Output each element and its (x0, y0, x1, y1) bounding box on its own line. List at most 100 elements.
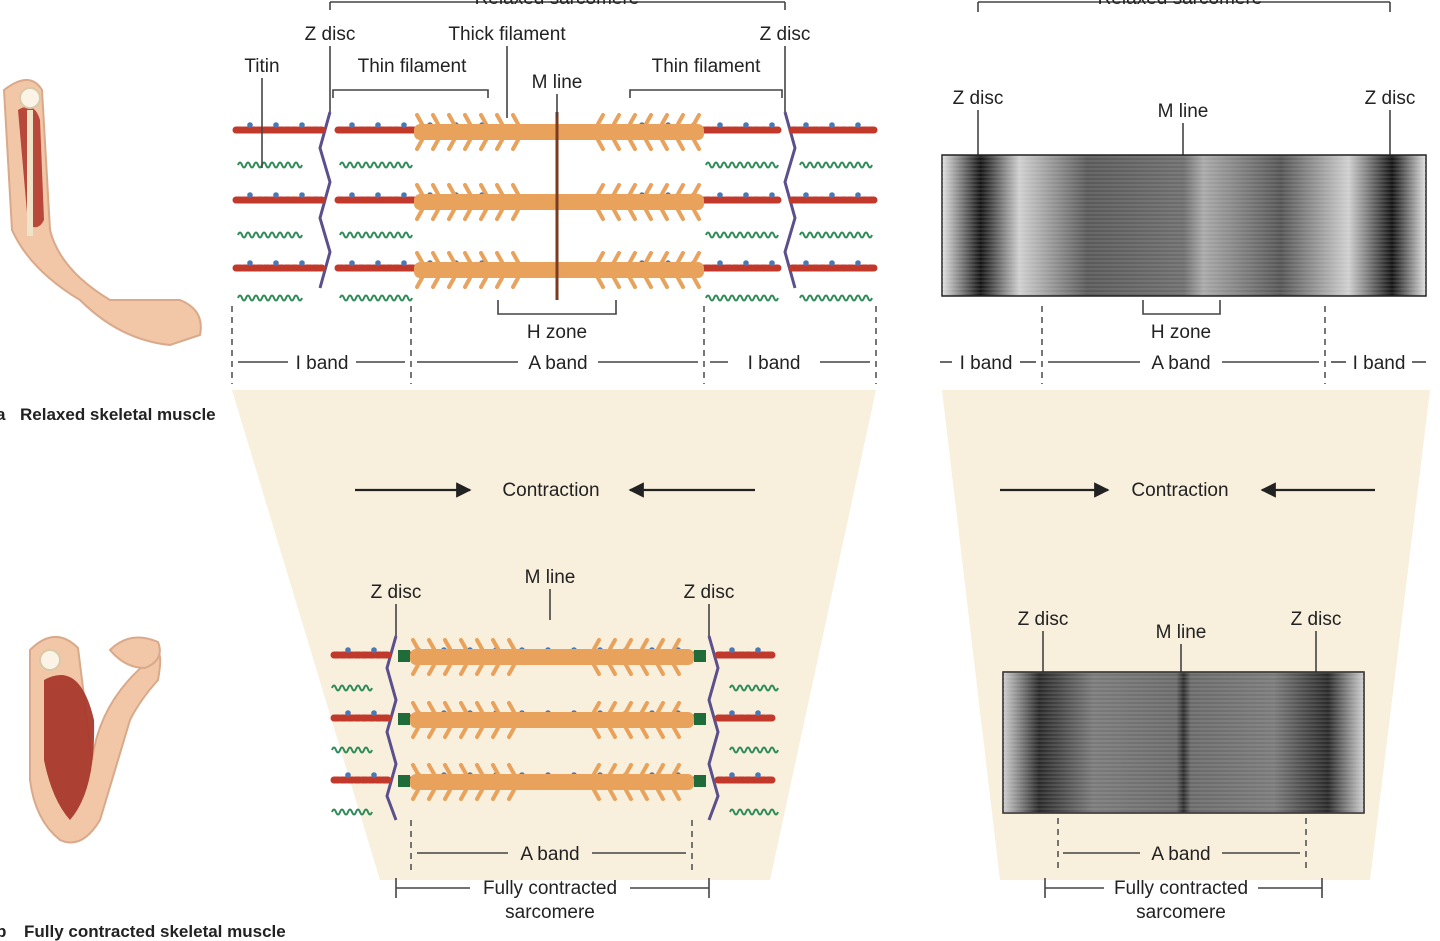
label-z-disc-left: Z disc (305, 24, 356, 45)
micro-c-label-a-band: A band (1151, 844, 1210, 865)
titin-spring (705, 161, 779, 169)
troponin (769, 192, 775, 198)
troponin (743, 192, 749, 198)
myosin-head (692, 113, 701, 151)
label-i-band-left: I band (296, 353, 349, 374)
titin-spring (237, 294, 303, 302)
myosin-head (459, 638, 468, 676)
troponin (345, 710, 351, 716)
micro-c-label-z-disc-left: Z disc (1018, 609, 1069, 630)
troponin (855, 260, 861, 266)
micro-relaxed-header: Relaxed sarcomere (1098, 0, 1263, 9)
troponin (803, 260, 809, 266)
troponin (247, 122, 253, 128)
micro-c-label-z-disc-right: Z disc (1291, 609, 1342, 630)
troponin (769, 122, 775, 128)
myosin-head (624, 701, 633, 739)
relaxed-sarcomere-schematic (232, 111, 878, 302)
label-contracted-z-disc-right: Z disc (684, 582, 735, 603)
label-m-line: M line (532, 72, 583, 93)
titin-spring (331, 746, 373, 754)
micro-label-a-band: A band (1151, 353, 1210, 374)
label-z-disc-right: Z disc (760, 24, 811, 45)
myosin-head (495, 183, 504, 221)
titin-spring (339, 231, 413, 239)
myosin-head (511, 251, 520, 289)
troponin (345, 647, 351, 653)
troponin (401, 260, 407, 266)
myosin-head (592, 638, 601, 676)
troponin (769, 260, 775, 266)
troponin (375, 192, 381, 198)
titin-spring (331, 684, 373, 692)
myosin-head (608, 638, 617, 676)
caption-a: Relaxed skeletal muscle (20, 405, 216, 424)
myosin-head (507, 638, 516, 676)
myosin-head (640, 701, 649, 739)
myosin-head (415, 183, 424, 221)
myosin-head (612, 251, 621, 289)
myosin-head (592, 701, 601, 739)
contracted-arm-icon (29, 636, 162, 844)
myosin-head (475, 763, 484, 801)
myosin-head (511, 183, 520, 221)
troponin (855, 192, 861, 198)
myosin-head (491, 701, 500, 739)
thick-filament (414, 262, 704, 278)
myosin-head (608, 701, 617, 739)
z-disc (385, 635, 398, 821)
myosin-head (495, 113, 504, 151)
thick-filament (414, 194, 704, 210)
thick-filament (410, 774, 694, 790)
titin-spring (705, 294, 779, 302)
myosin-head (672, 701, 681, 739)
label-h-zone: H zone (527, 322, 587, 343)
label-i-band-right: I band (748, 353, 801, 374)
micrograph-contracted-texture (1003, 672, 1364, 813)
cone-left (232, 390, 876, 880)
thick-filament (414, 124, 704, 140)
myosin-head (463, 183, 472, 221)
myosin-head (447, 113, 456, 151)
micrograph-relaxed-texture (942, 155, 1426, 296)
myosin-head (624, 638, 633, 676)
myosin-head (443, 701, 452, 739)
myosin-head (660, 251, 669, 289)
label-contracted-m-line: M line (525, 567, 576, 588)
troponin (755, 772, 761, 778)
troponin (345, 772, 351, 778)
myosin-head (411, 638, 420, 676)
micro-label-h-zone: H zone (1151, 322, 1211, 343)
micro-c-label-sarcomere-2: sarcomere (1136, 902, 1226, 923)
titin-spring (237, 231, 303, 239)
troponin (375, 260, 381, 266)
troponin (273, 260, 279, 266)
titin-anchor (694, 775, 706, 787)
titin-spring (339, 161, 413, 169)
label-contracted-z-disc-left: Z disc (371, 582, 422, 603)
troponin (743, 122, 749, 128)
titin-spring (799, 231, 873, 239)
myosin-head (692, 251, 701, 289)
troponin (717, 260, 723, 266)
myosin-head (459, 763, 468, 801)
label-thin-filament-right: Thin filament (652, 56, 761, 77)
troponin (349, 192, 355, 198)
label-a-band: A band (528, 353, 587, 374)
micro-bracket-h-zone (1142, 300, 1221, 315)
titin-anchor (398, 775, 410, 787)
myosin-head (479, 113, 488, 151)
troponin (349, 122, 355, 128)
myosin-head (427, 763, 436, 801)
myosin-head (660, 183, 669, 221)
myosin-head (427, 701, 436, 739)
caption-b-letter: b (0, 922, 6, 941)
troponin (371, 710, 377, 716)
myosin-head (656, 638, 665, 676)
myosin-head (427, 638, 436, 676)
troponin (803, 192, 809, 198)
myosin-head (475, 701, 484, 739)
titin-spring (729, 684, 779, 692)
troponin (401, 122, 407, 128)
